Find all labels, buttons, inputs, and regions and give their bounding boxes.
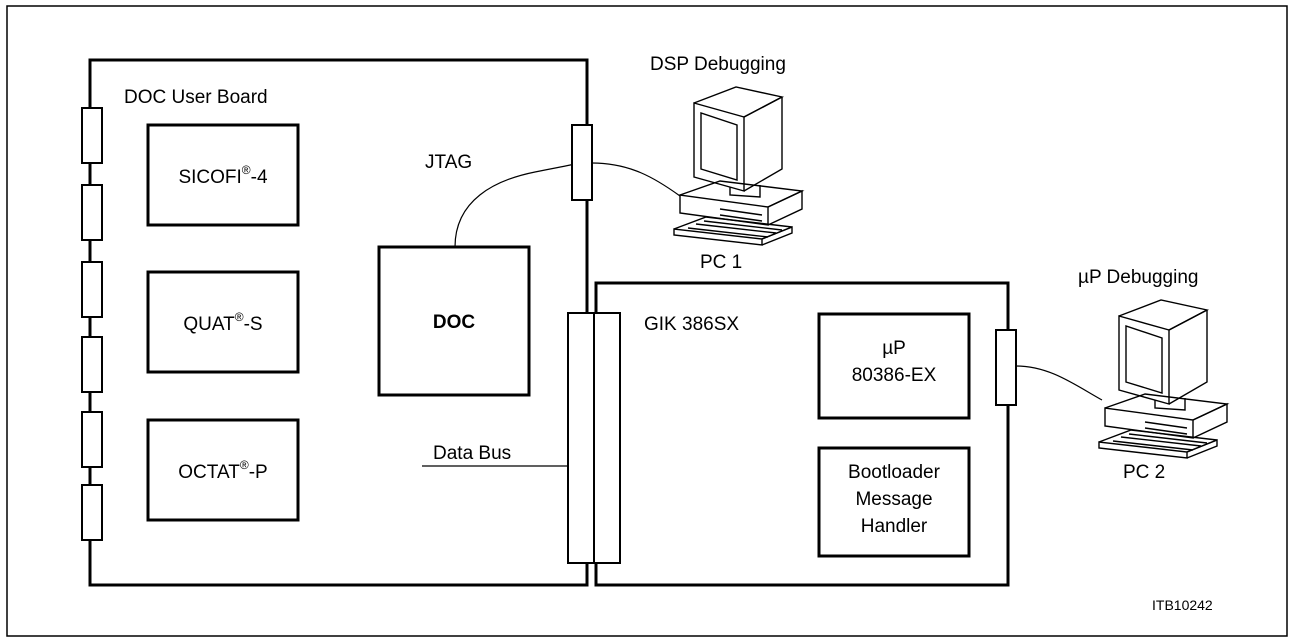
pc1-label: PC 1 xyxy=(700,252,742,273)
pc1-title: DSP Debugging xyxy=(650,54,786,75)
pc2-label: PC 2 xyxy=(1123,462,1165,483)
pc1-cable xyxy=(592,163,680,196)
figure-id: ITB10242 xyxy=(1152,597,1213,613)
bootloader-line3: Handler xyxy=(861,516,928,537)
quat-label: QUAT®-S xyxy=(183,310,262,335)
bootloader-line1: Bootloader xyxy=(848,462,941,483)
left-connector-6 xyxy=(82,485,102,540)
bus-connector-left xyxy=(568,313,594,563)
jtag-connector xyxy=(572,125,592,200)
bus-connector-right xyxy=(594,313,620,563)
data-bus-label: Data Bus xyxy=(433,443,511,464)
pc1-computer-icon xyxy=(674,87,802,245)
left-connector-2 xyxy=(82,185,102,240)
pc2-cable xyxy=(1016,366,1102,400)
doc-chip-label: DOC xyxy=(433,312,476,333)
microprocessor-line2: 80386-EX xyxy=(852,365,937,386)
gik-board-label: GIK 386SX xyxy=(644,314,739,335)
pc2-title: µP Debugging xyxy=(1078,267,1198,288)
jtag-label: JTAG xyxy=(425,152,472,173)
gik-connector xyxy=(996,330,1016,405)
bootloader-line2: Message xyxy=(855,489,932,510)
sicofi-label: SICOFI®-4 xyxy=(178,163,268,188)
left-connector-4 xyxy=(82,337,102,392)
octat-label: OCTAT®-P xyxy=(178,458,267,483)
pc2-computer-icon xyxy=(1099,300,1227,458)
left-connector-1 xyxy=(82,108,102,163)
doc-user-board-label: DOC User Board xyxy=(124,87,268,108)
left-connector-5 xyxy=(82,412,102,467)
left-connector-3 xyxy=(82,262,102,317)
microprocessor-line1: µP xyxy=(882,338,906,359)
